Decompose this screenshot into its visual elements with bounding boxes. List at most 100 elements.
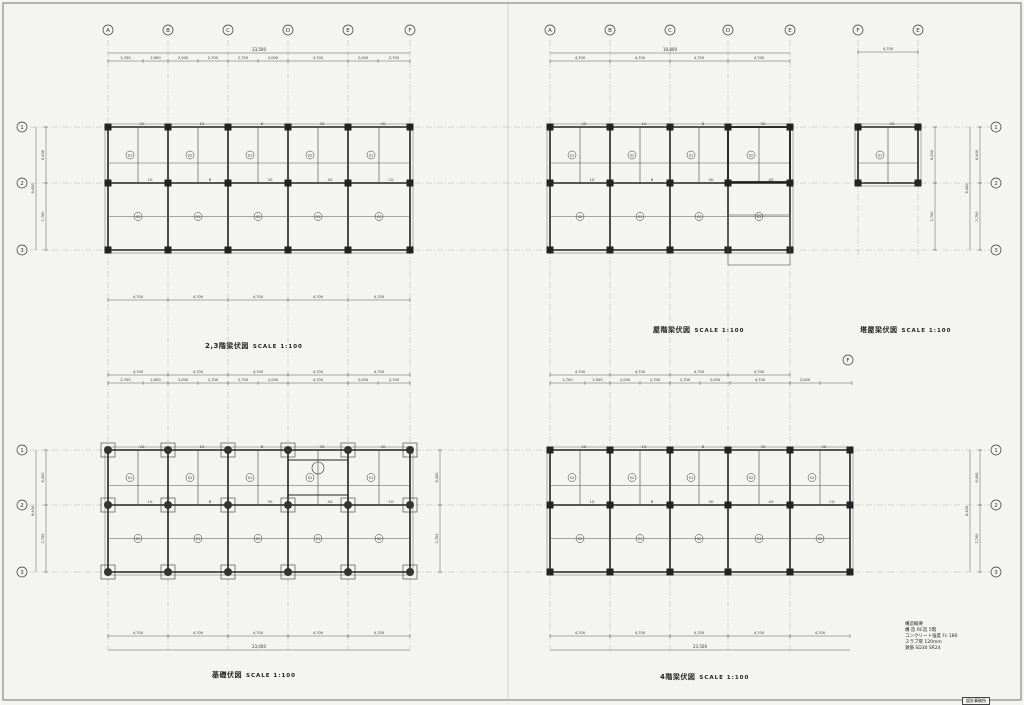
grid-bubble [16, 444, 28, 456]
bay-dimension-text: 4,700 [313, 295, 324, 299]
column [606, 123, 614, 131]
column [606, 446, 614, 454]
slab-tag: S1 [369, 476, 373, 480]
slab-mark [366, 150, 376, 160]
grid-bubble [282, 24, 294, 36]
beam-tag: B [702, 445, 705, 449]
slab-tag: S2 [377, 537, 381, 541]
pile [284, 568, 292, 576]
stair-core [727, 126, 791, 183]
title-text: 4階梁伏図 [660, 673, 696, 681]
beam-tag: 3G [320, 122, 325, 126]
row-dimension-text: 6,400 [975, 150, 979, 160]
grid-label: 2 [20, 503, 24, 509]
slab-tag: S1 [369, 154, 373, 158]
beam-tag: 2G [582, 122, 587, 126]
grid-bubble [722, 24, 734, 36]
slab-tag: S1 [570, 154, 574, 158]
overall-dimension: 23,500 [693, 644, 707, 649]
footing [402, 564, 418, 580]
slab-tag: S1 [196, 215, 200, 219]
slab-tag: S2 [630, 154, 634, 158]
beam-tag: 3G [709, 500, 714, 504]
sub-dimension-text: 2,700 [208, 378, 219, 382]
row-dimension-text: 6,400 [41, 150, 45, 160]
title-text: 屋階梁伏図 [653, 326, 691, 334]
column [724, 179, 732, 187]
column [914, 179, 922, 187]
footing [280, 564, 296, 580]
footing [220, 442, 236, 458]
bay-dimension-text: 4,700 [313, 631, 324, 635]
grid-bubble [342, 24, 354, 36]
column [344, 123, 352, 131]
footing [340, 442, 356, 458]
beam-tag: B [209, 500, 212, 504]
column [786, 568, 794, 576]
row-dimension-text: 2,700 [41, 211, 45, 221]
bay-dimension-text: 4,700 [754, 56, 765, 60]
grid-label: 3 [20, 570, 24, 576]
footing [280, 497, 296, 513]
sub-dimension-text: 2,000 [620, 378, 631, 382]
beam-tag: 3G [268, 178, 273, 182]
grid-label: F [856, 28, 859, 34]
row-dimension-text: 2,700 [435, 533, 439, 543]
grid-bubble [544, 24, 556, 36]
sub-dimension-text: 2,000 [268, 56, 279, 60]
bay-dimension-text: 4,700 [575, 56, 586, 60]
slab-outline [854, 123, 922, 187]
structural-notes: 構造概要 構 造 RC造 5階 コンクリート強度 Fc 180 スラブ厚 120… [905, 622, 958, 652]
slab-tag: S2 [377, 215, 381, 219]
footing [160, 497, 176, 513]
grid-bubble [990, 444, 1002, 456]
slab-tag: S1 [316, 215, 320, 219]
scale-text: SCALE 1:100 [246, 673, 296, 679]
title-text: 基礎伏図 [212, 671, 242, 679]
slab-mark [686, 150, 696, 160]
column [786, 446, 794, 454]
title-text: 2,3階梁伏図 [205, 342, 249, 350]
penthouse-dimension-text: 4,700 [883, 47, 894, 51]
sub-dimension-text: 2,000 [178, 378, 189, 382]
footing [220, 564, 236, 580]
slab-mark [746, 473, 756, 482]
sub-dimension-text: 4,700 [313, 378, 324, 382]
slab-tag: S2 [188, 154, 192, 158]
beam-tag: B [702, 122, 705, 126]
column [546, 246, 554, 254]
bay-dimension-text: 4,700 [694, 56, 705, 60]
grid-bubble [990, 244, 1002, 256]
pile [344, 501, 352, 509]
column [666, 501, 674, 509]
grid-bubble [664, 24, 676, 36]
pile [164, 446, 172, 454]
row-dimension-text: 2,700 [930, 211, 934, 221]
pit-outline [287, 459, 349, 496]
beam-tag: 4G [769, 500, 774, 504]
beam-tag: 4G [328, 500, 333, 504]
bay-dimension-text: 4,700 [694, 370, 705, 374]
beam-tag: 3G [268, 500, 273, 504]
beam-tag: 1G [642, 122, 647, 126]
slab-tag: S2 [697, 215, 701, 219]
slab-mark [575, 534, 585, 543]
grid-bubble [912, 24, 924, 36]
slab-mark [193, 212, 203, 221]
projection [727, 214, 791, 266]
pile [104, 446, 112, 454]
column [104, 123, 112, 131]
sub-dimension-text: 2,000 [592, 378, 603, 382]
slab-tag: S1 [638, 537, 642, 541]
slab-mark [575, 212, 585, 221]
column [164, 246, 172, 254]
beam-tag: 2G [890, 122, 895, 126]
slab-tag: S1 [810, 476, 814, 480]
row-dimension-text: 2,700 [41, 533, 45, 543]
column [546, 123, 554, 131]
beam-tag: 4G [381, 122, 386, 126]
grid-bubble [16, 499, 28, 511]
grid-bubble [604, 24, 616, 36]
slab-mark [635, 534, 645, 543]
